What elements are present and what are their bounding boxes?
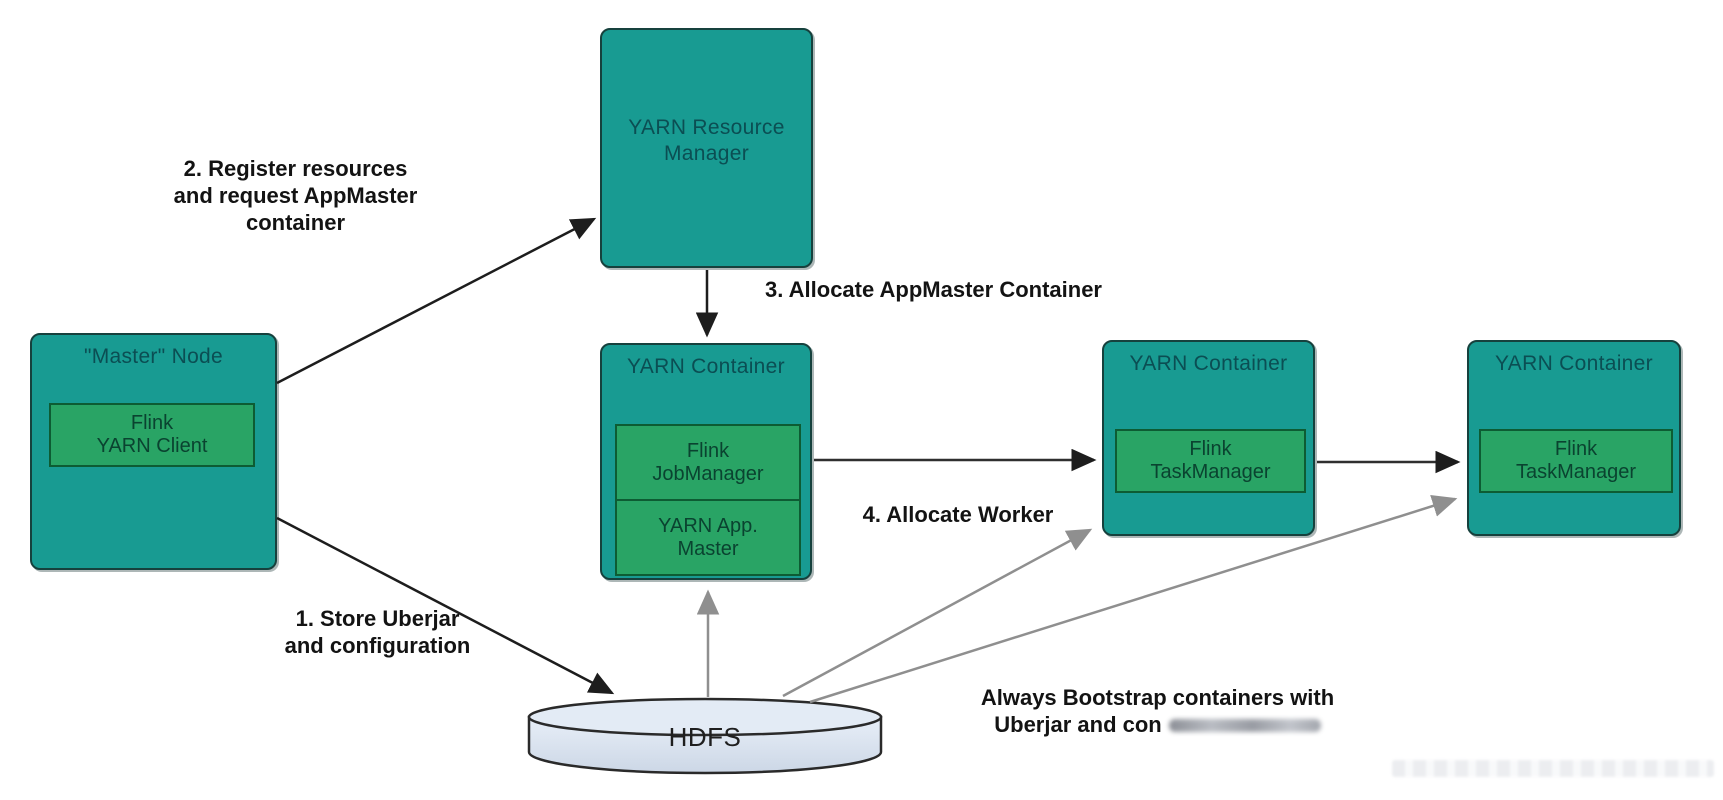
label-bootstrap-line1: Always Bootstrap containers with xyxy=(980,685,1335,710)
node-yarn-resource-manager: YARN Resource Manager xyxy=(600,28,813,268)
hdfs-label: HDFS xyxy=(668,722,742,752)
redacted-text-smudge xyxy=(1168,718,1321,732)
label-bootstrap-line2-prefix: Uberjar and con xyxy=(994,711,1162,737)
node-yarn-container-tm2-title: YARN Container xyxy=(1495,352,1653,375)
label-step4-allocate-worker: 4. Allocate Worker xyxy=(862,502,1054,527)
watermark xyxy=(1392,760,1714,777)
arrow-hdfs-to-tm1 xyxy=(782,528,1093,698)
node-yarn-container-tm1: YARN Container Flink TaskManager xyxy=(1102,340,1315,536)
label-step3-allocate-appmaster: 3. Allocate AppMaster Container xyxy=(765,277,1102,302)
node-master-flink-yarn-client: Flink YARN Client xyxy=(49,403,255,467)
label-step2-register-resources: 2. Register resources and request AppMas… xyxy=(173,156,418,235)
cell-flink-jobmanager: Flink JobManager xyxy=(652,439,764,485)
label-bootstrap-line2: Uberjar and con xyxy=(935,712,1380,739)
node-yarn-container-tm2: YARN Container Flink TaskManager xyxy=(1467,340,1681,536)
node-yarn-container-appmaster: YARN Container Flink JobManager YARN App… xyxy=(600,343,812,580)
label-step1-store-uberjar: 1. Store Uberjar and configuration xyxy=(284,606,471,658)
node-yarn-resource-manager-title: YARN Resource Manager xyxy=(628,115,785,165)
node-yarn-container-appmaster-title: YARN Container xyxy=(627,355,785,378)
node-yarn-container-tm1-title: YARN Container xyxy=(1129,352,1288,375)
node-master-title: "Master" Node xyxy=(83,345,224,368)
node-tm1-flink-taskmanager: Flink TaskManager xyxy=(1115,429,1306,493)
arrow-register-resources xyxy=(276,217,597,385)
node-master: "Master" Node Flink YARN Client xyxy=(30,333,277,570)
node-tm2-flink-taskmanager: Flink TaskManager xyxy=(1479,429,1673,493)
label-bootstrap-containers: Always Bootstrap containers with Uberjar… xyxy=(935,685,1380,739)
cell-yarn-app-master: YARN App. Master xyxy=(617,499,799,574)
node-appmaster-inner-box: Flink JobManager YARN App. Master xyxy=(615,424,801,576)
